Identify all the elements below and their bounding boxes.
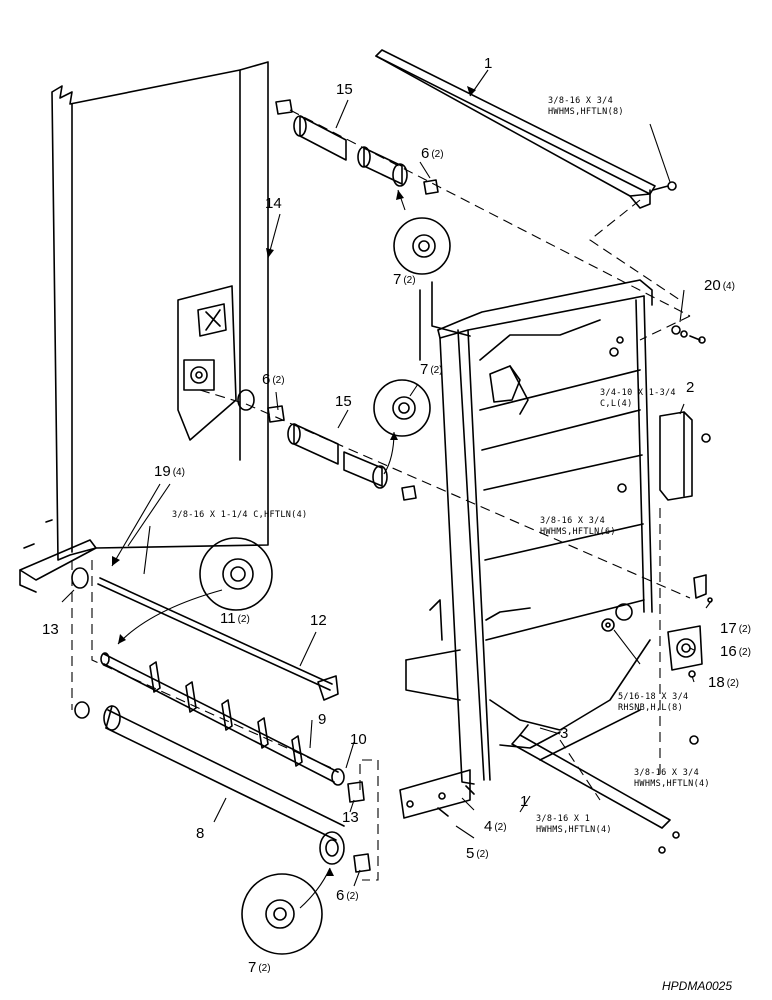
upper-roller-15 (275, 99, 439, 195)
callout-13-left: 13 (42, 621, 59, 638)
side-plate-2 (659, 411, 711, 501)
callout-15-top: 15 (336, 81, 353, 98)
lower-bracket (399, 769, 475, 819)
callout-1-bottom: 1 (520, 793, 529, 810)
callout-14: 14 (265, 195, 282, 212)
callout-20: 20(4) (704, 277, 735, 294)
callout-2: 2 (686, 379, 695, 396)
roller-8 (103, 705, 345, 865)
hardware-note-left: 3/8-16 X 1-1/4 C,HFTLN(4) (172, 510, 308, 520)
bearing-detail-11 (199, 537, 273, 611)
top-angle-bar (375, 49, 677, 209)
bottom-angle-bar (511, 724, 699, 854)
callout-8: 8 (196, 825, 205, 842)
callout-18: 18(2) (708, 674, 739, 691)
callout-1-top: 1 (484, 55, 493, 72)
rod-12 (97, 577, 339, 701)
callout-9: 9 (318, 711, 327, 728)
shaft-9 (100, 652, 345, 786)
left-side-panel (51, 61, 269, 561)
callout-5: 5(2) (466, 845, 489, 862)
callout-16: 16(2) (720, 643, 751, 660)
callout-15-mid: 15 (335, 393, 352, 410)
bearing-detail-mid (373, 379, 431, 437)
callout-6-top: 6(2) (421, 145, 444, 162)
callout-10: 10 (350, 731, 367, 748)
plate-17 (693, 574, 707, 599)
callout-4: 4(2) (484, 818, 507, 835)
callout-19: 19(4) (154, 463, 185, 480)
callout-7-bottom: 7(2) (248, 959, 271, 976)
bushing-6-bottom (353, 853, 371, 873)
callout-7-top: 7(2) (393, 271, 416, 288)
callout-6-bottom: 6(2) (336, 887, 359, 904)
callout-6-mid: 6(2) (262, 371, 285, 388)
drawing-code: HPDMA0025 (662, 979, 733, 993)
callout-12: 12 (310, 612, 327, 629)
bearing-plate-16 (667, 625, 703, 671)
callout-17: 17(2) (720, 620, 751, 637)
bearing-detail-bottom (241, 873, 323, 955)
callout-13-right: 13 (342, 809, 359, 826)
bushing-lower-left (74, 701, 90, 719)
left-bushing-bracket (19, 519, 97, 593)
callout-11: 11(2) (220, 610, 250, 627)
bushing-13-right (347, 781, 365, 803)
bolts-20 (671, 325, 706, 344)
callout-3: 3 (560, 725, 569, 742)
callout-7-mid: 7(2) (420, 361, 443, 378)
bearing-detail-top (393, 217, 451, 275)
